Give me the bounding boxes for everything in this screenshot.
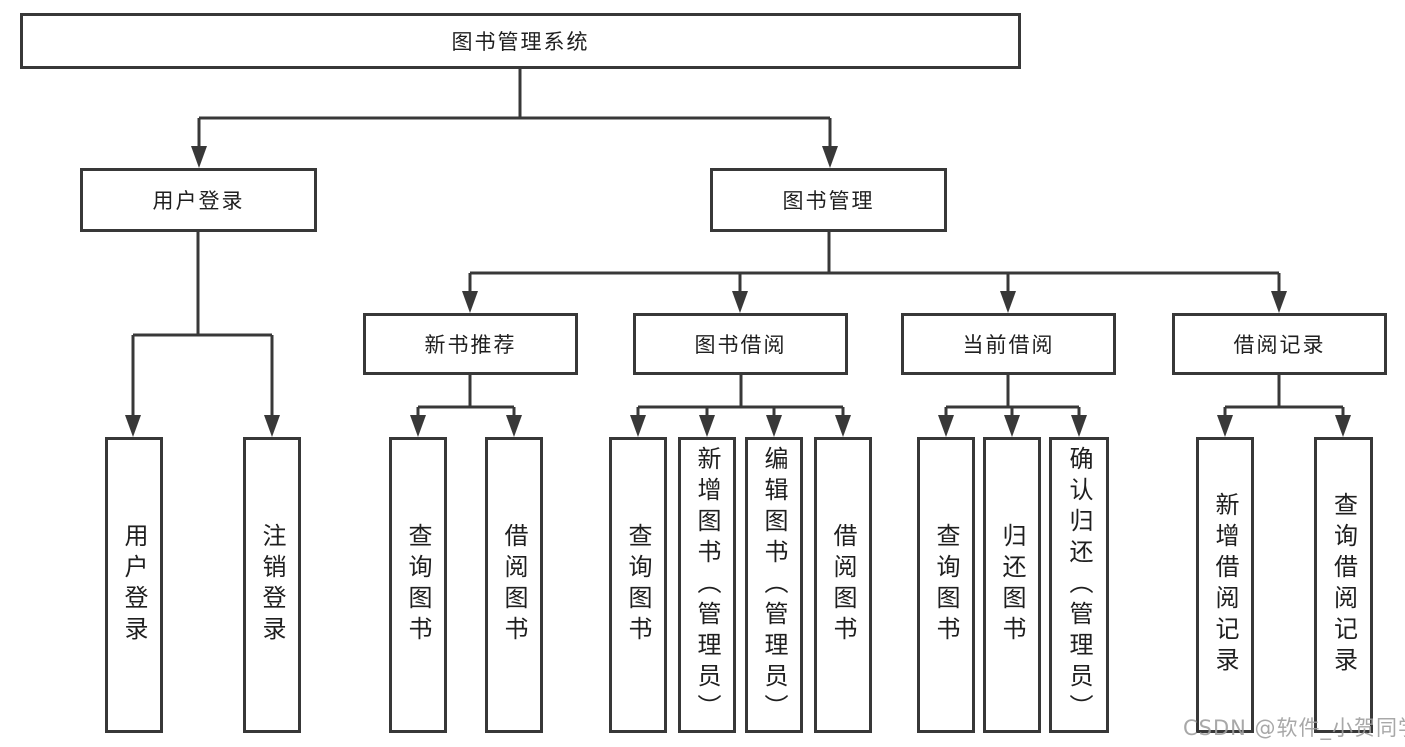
node-label: 查询图书 [404,523,432,647]
connector-book-mgmt-children [462,232,1287,313]
node-book-management: 图书管理 [710,168,947,232]
node-book-borrowing: 图书借阅 [633,313,848,375]
node-label: 当前借阅 [962,333,1055,357]
node-label: 用户登录 [120,523,148,647]
node-label: 用户登录 [152,189,245,213]
connector-root-to-level2 [191,69,838,168]
node-label: 确认归还（管理员） [1065,445,1093,725]
leaf-record-add-borrow-record: 新增借阅记录 [1196,437,1254,733]
leaf-borrow-edit-book-admin: 编辑图书（管理员） [745,437,803,733]
node-label: 查询图书 [624,523,652,647]
leaf-newbook-borrow-book: 借阅图书 [485,437,543,733]
node-label: 借阅记录 [1233,333,1326,357]
node-current-borrowing: 当前借阅 [901,313,1116,375]
leaf-borrow-borrow-book: 借阅图书 [814,437,872,733]
leaf-current-return-book: 归还图书 [983,437,1041,733]
connector-new-book-children [410,375,522,437]
node-user-login: 用户登录 [80,168,317,232]
node-label: 新书推荐 [424,333,517,357]
node-label: 查询借阅记录 [1329,492,1358,678]
node-label: 借阅图书 [829,523,857,647]
node-label: 编辑图书（管理员） [760,445,788,725]
node-label: 归还图书 [998,523,1026,647]
leaf-borrow-add-book-admin: 新增图书（管理员） [678,437,736,733]
node-label: 新增借阅记录 [1211,492,1239,678]
connector-user-login-children [125,232,280,437]
leaf-borrow-query-book: 查询图书 [609,437,667,733]
connector-borrow-record-children [1217,375,1351,437]
leaf-newbook-query-book: 查询图书 [389,437,447,733]
node-root-library-system: 图书管理系统 [20,13,1021,69]
connector-current-borrow-children [938,375,1087,437]
leaf-current-query-book: 查询图书 [917,437,975,733]
leaf-logout-login: 注销登录 [243,437,301,733]
node-label: 注销登录 [258,523,286,647]
node-new-book-recommend: 新书推荐 [363,313,578,375]
leaf-record-query-borrow-record: 查询借阅记录 [1314,437,1373,733]
node-label: 图书管理 [782,189,875,213]
leaf-current-confirm-return-admin: 确认归还（管理员） [1049,437,1109,733]
node-label: 图书借阅 [694,333,787,357]
connector-book-borrow-children [630,375,851,437]
node-label: 查询图书 [932,523,960,647]
node-borrowing-records: 借阅记录 [1172,313,1387,375]
node-label: 新增图书（管理员） [693,445,721,725]
leaf-user-login: 用户登录 [105,437,163,733]
node-label: 图书管理系统 [451,30,590,54]
node-label: 借阅图书 [500,523,528,647]
csdn-watermark: CSDN @软件_小贺同学 [1183,716,1405,740]
